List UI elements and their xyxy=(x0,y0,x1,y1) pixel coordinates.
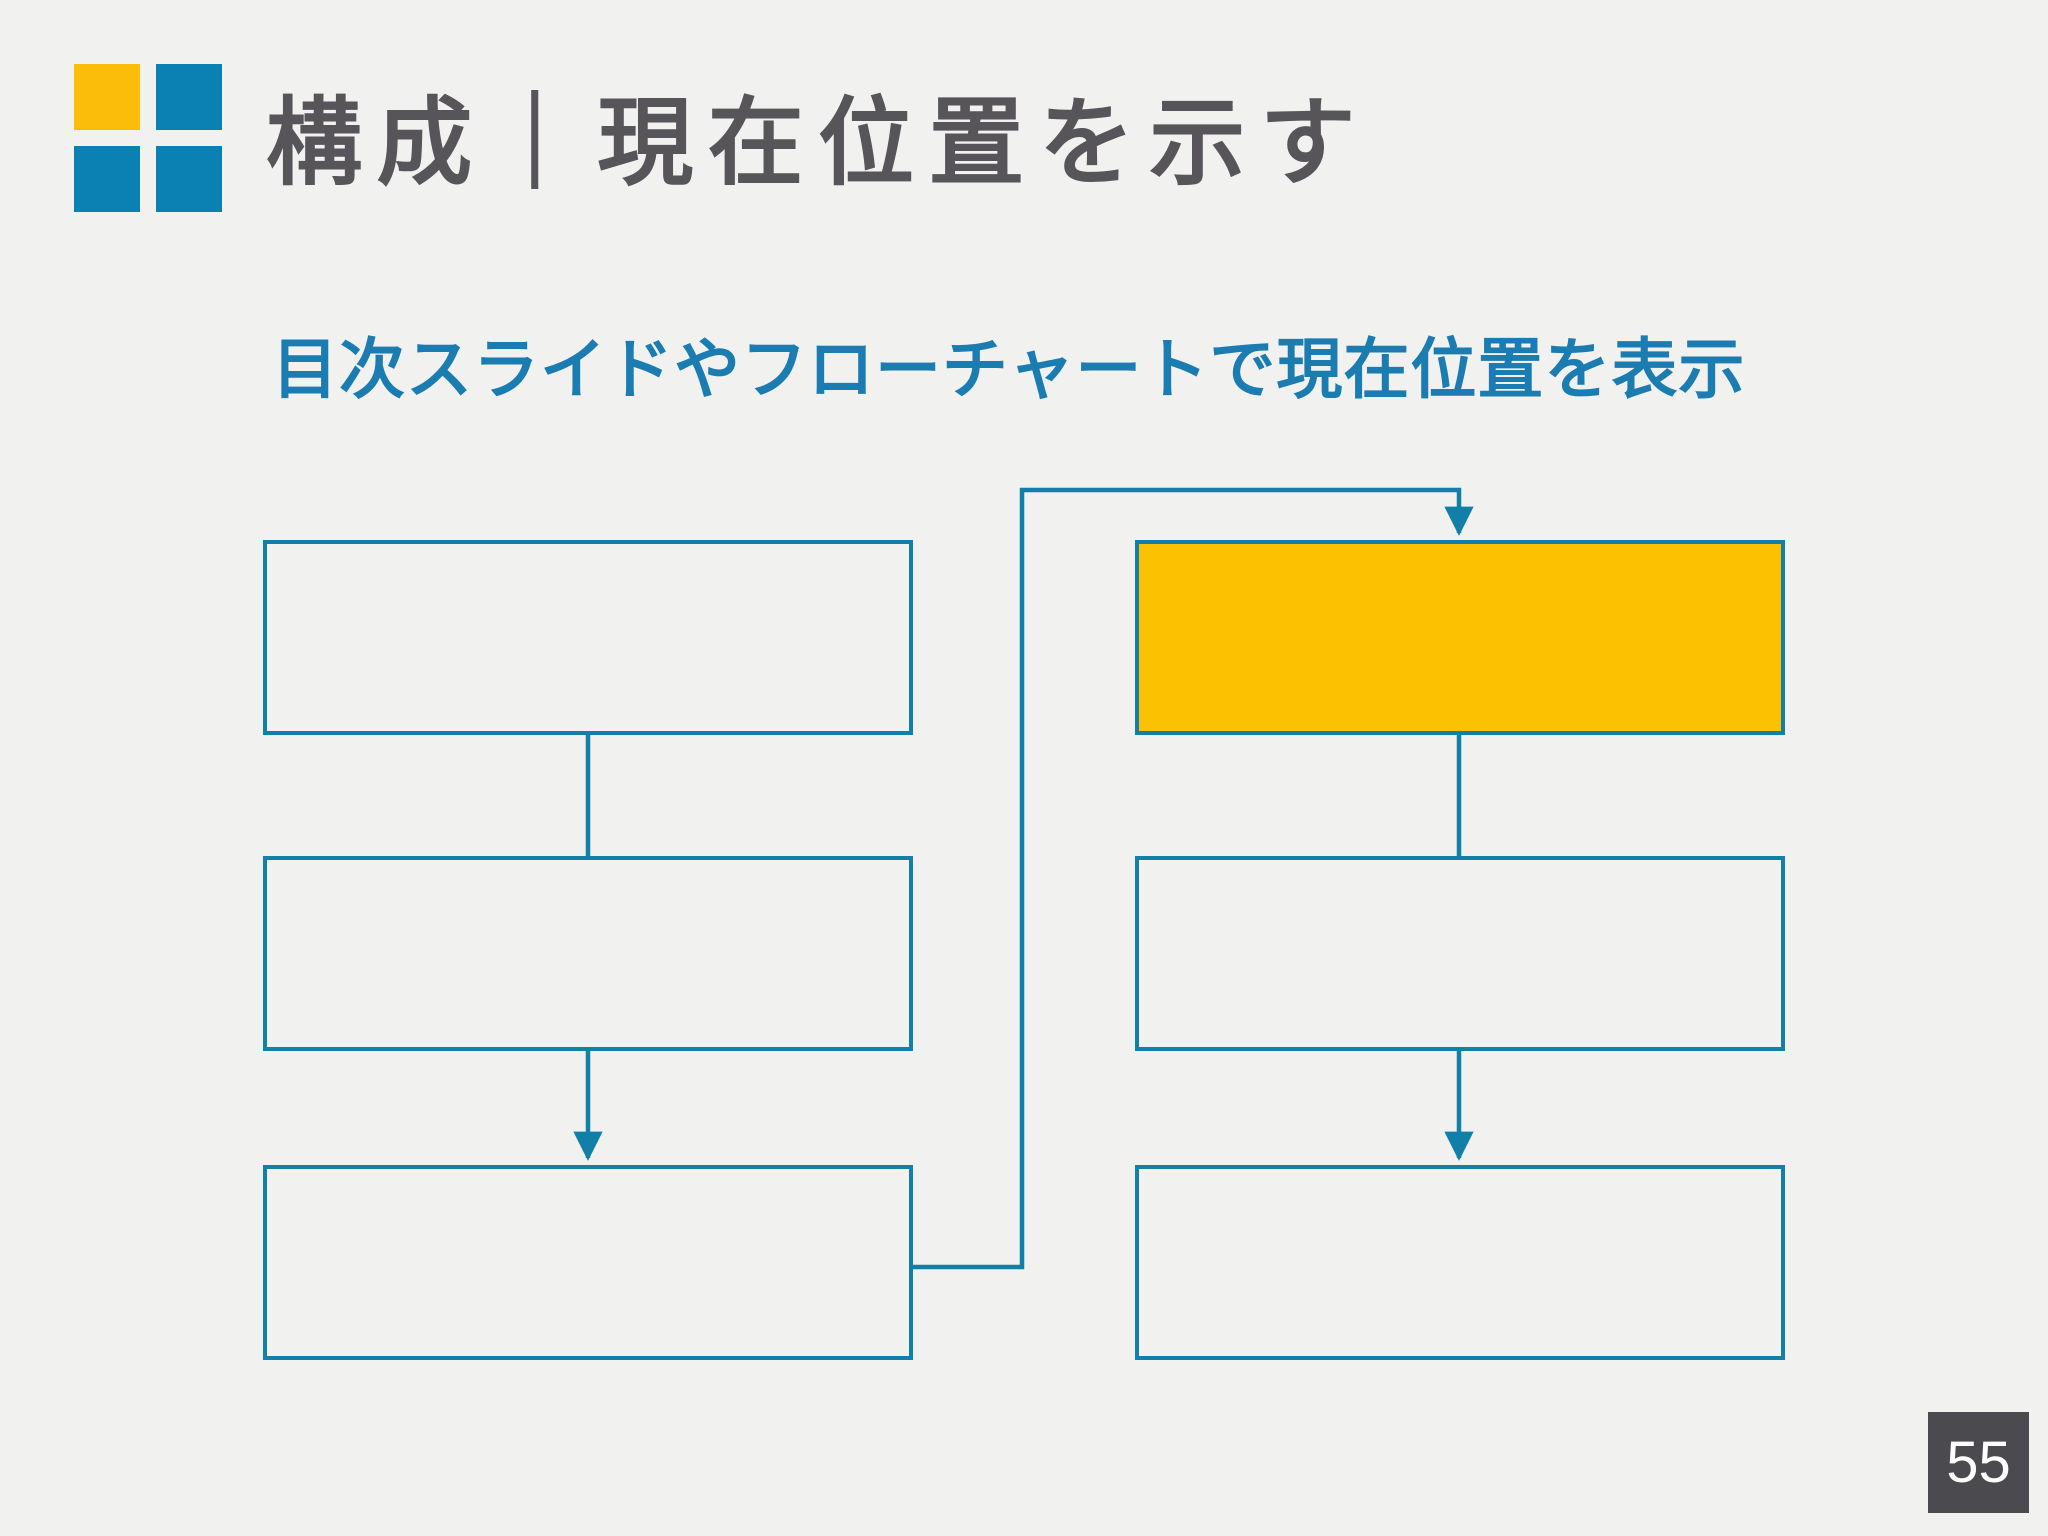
flow-box-right-3 xyxy=(1135,1165,1785,1360)
flow-box-left-2 xyxy=(263,856,913,1051)
logo-square-bottom-right xyxy=(156,146,222,212)
brand-logo-icon xyxy=(74,64,222,212)
flow-box-right-1 xyxy=(1135,540,1785,735)
logo-square-top-left xyxy=(74,64,140,130)
flow-box-right-2 xyxy=(1135,856,1785,1051)
slide-subtitle: 目次スライドやフローチャートで現在位置を表示 xyxy=(272,332,1746,406)
flow-box-left-3 xyxy=(263,1165,913,1360)
page-number-badge: 55 xyxy=(1928,1412,2029,1513)
page-number: 55 xyxy=(1946,1430,2011,1495)
logo-square-bottom-left xyxy=(74,146,140,212)
page-title: 構成｜現在位置を示す xyxy=(266,89,1370,197)
flow-box-left-1 xyxy=(263,540,913,735)
logo-square-top-right xyxy=(156,64,222,130)
